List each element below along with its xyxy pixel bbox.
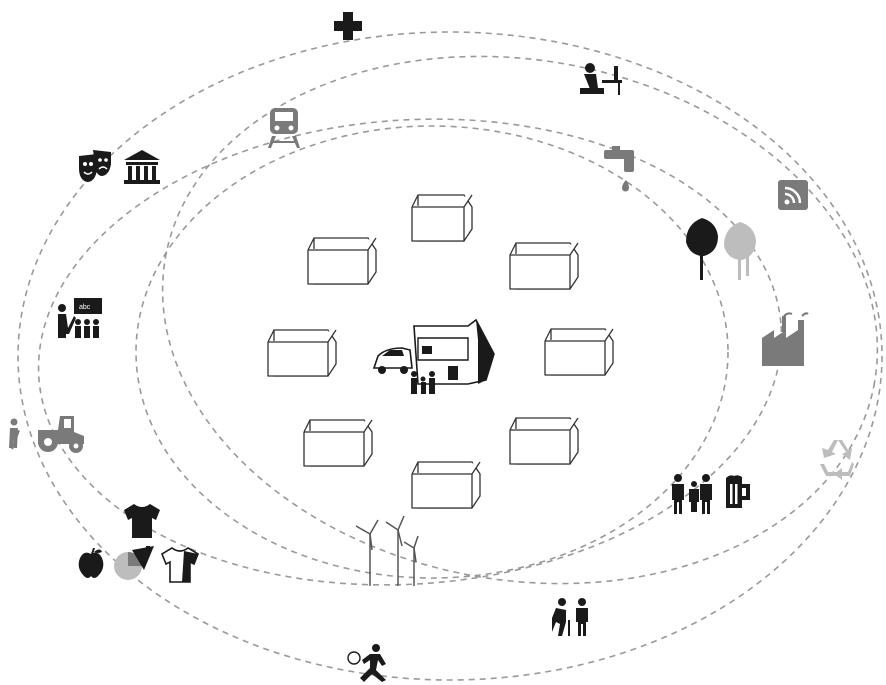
wifi-icon	[778, 180, 808, 210]
house	[509, 242, 579, 290]
house	[509, 417, 579, 465]
beer-mug-icon	[726, 475, 750, 508]
orbit-lower-right	[161, 55, 879, 585]
board-label: abc	[79, 304, 91, 311]
jersey-icon	[161, 547, 199, 583]
houses	[267, 194, 614, 509]
train-icon	[268, 108, 300, 148]
house	[411, 461, 481, 509]
car-icon	[372, 347, 413, 374]
orbit-large	[37, 118, 783, 586]
cheese-icon	[114, 546, 154, 580]
house	[303, 419, 373, 467]
water-tap-icon	[604, 146, 634, 192]
orbit-rings	[17, 31, 883, 681]
soccer-player-icon	[347, 644, 386, 682]
remote-worker-icon	[580, 63, 622, 95]
house	[267, 329, 337, 377]
house	[411, 194, 473, 242]
tree-icon	[686, 218, 718, 280]
orbit-outer	[17, 31, 883, 681]
museum-icon	[124, 150, 160, 184]
people-icon	[411, 371, 435, 394]
t-shirt-icon	[124, 504, 160, 538]
medical-cross-icon	[334, 12, 362, 40]
family-icon	[672, 474, 712, 514]
theatre-masks-icon	[79, 150, 111, 182]
factory-icon	[762, 312, 809, 366]
farmer-icon	[9, 418, 20, 450]
tractor-icon	[38, 416, 84, 453]
elderly-care-icon	[552, 598, 588, 636]
house	[544, 328, 614, 376]
classroom-icon: abc	[58, 298, 102, 338]
house	[307, 237, 377, 285]
central-house-icon	[413, 318, 495, 385]
orbit-middle	[135, 125, 729, 579]
wind-turbines-icon	[355, 515, 419, 586]
tree-light-icon	[724, 222, 756, 280]
apple-icon	[78, 548, 104, 578]
recycling-icon	[820, 440, 854, 480]
